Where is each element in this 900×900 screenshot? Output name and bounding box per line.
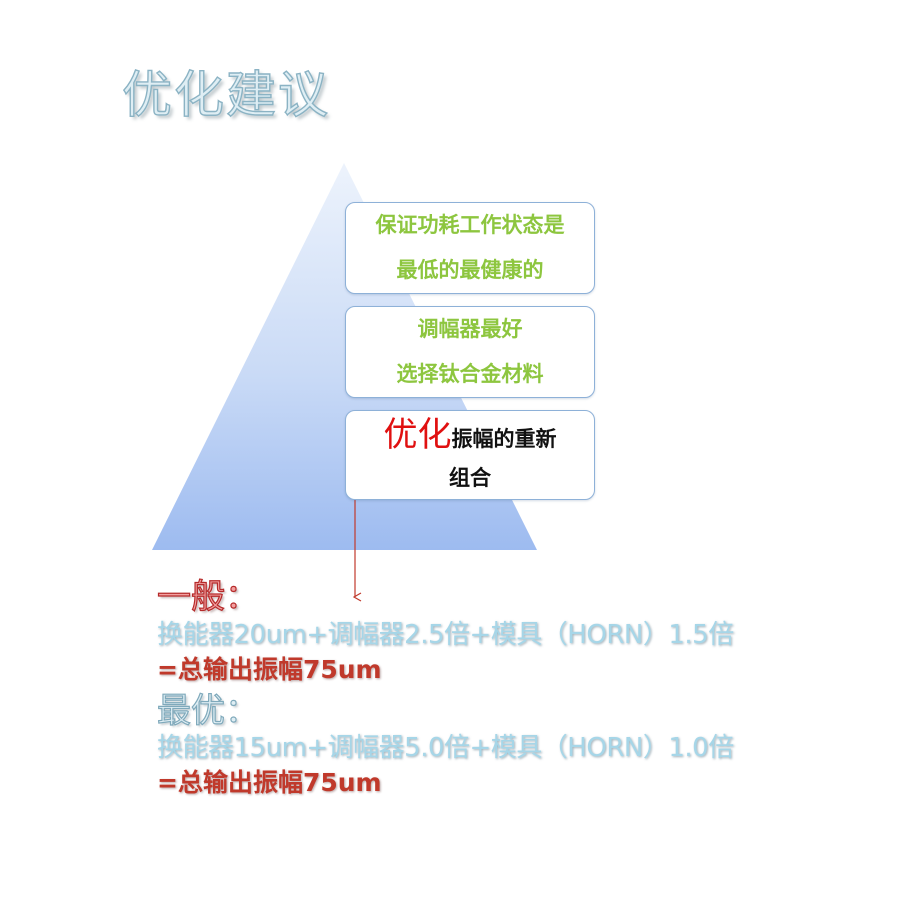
general-formula: 换能器20um+调幅器2.5倍+模具（HORN）1.5倍 <box>157 620 734 650</box>
page-title: 优化建议 <box>121 66 330 124</box>
pyramid-level-middle: 调幅器最好 选择钛合金材料 <box>345 306 595 398</box>
general-heading: 一般： <box>156 577 259 617</box>
level-middle-line1: 调幅器最好 <box>417 317 523 341</box>
optimal-result: =总输出振幅75um <box>157 768 382 797</box>
level-top-line1: 保证功耗工作状态是 <box>375 213 565 237</box>
level-top-line2: 最低的最健康的 <box>396 258 544 282</box>
level-bottom-line2: 组合 <box>449 466 491 490</box>
level-bottom-line1: 优化振幅的重新 <box>384 415 557 461</box>
pyramid-level-top: 保证功耗工作状态是 最低的最健康的 <box>345 202 595 294</box>
level-middle-line2: 选择钛合金材料 <box>396 362 544 386</box>
general-result: =总输出振幅75um <box>157 655 382 684</box>
optimal-formula: 换能器15um+调幅器5.0倍+模具（HORN）1.0倍 <box>157 733 734 763</box>
pyramid-level-bottom: 优化振幅的重新 组合 <box>345 410 595 500</box>
optimal-heading: 最优： <box>156 691 259 731</box>
highlight-word: 优化 <box>383 415 452 455</box>
level-bottom-line1-rest: 振幅的重新 <box>451 427 557 451</box>
